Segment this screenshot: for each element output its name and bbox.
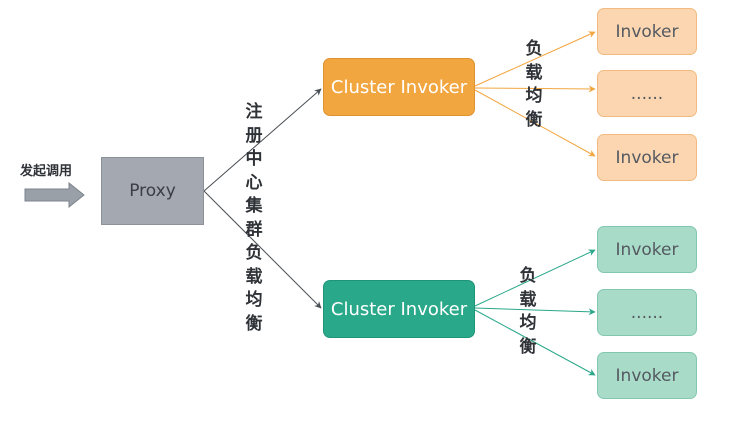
bottom-cluster-to-invoker-3-arrow <box>474 309 596 376</box>
top-cluster-to-invoker-1-arrow <box>474 31 596 87</box>
call-label: 发起调用 <box>20 164 73 179</box>
registry-load-balance-label: 注册中心集群负载均衡 <box>245 102 263 334</box>
bottom-invoker-ellipsis: ...... <box>597 289 697 336</box>
bottom-invoker-1: Invoker <box>597 226 697 273</box>
bottom-cluster-to-invoker-2-arrow <box>474 307 596 316</box>
bottom-cluster-invoker: Cluster Invoker <box>323 280 475 338</box>
bottom-invoker-3: Invoker <box>597 352 697 399</box>
top-cluster-to-invoker-2-arrow <box>474 85 596 93</box>
bottom-cluster-label: Cluster Invoker <box>330 298 468 320</box>
top-invoker-3: Invoker <box>597 134 697 181</box>
bottom-cluster-to-invoker-1-arrow <box>474 249 596 307</box>
bottom-load-balance-label: 负载均衡 <box>519 266 537 357</box>
proxy-to-bottom-cluster-arrow <box>203 190 322 309</box>
call-arrow-icon <box>24 182 85 208</box>
top-cluster-to-invoker-3-arrow <box>474 89 596 157</box>
top-invoker-1: Invoker <box>597 8 697 55</box>
invoker-label: Invoker <box>615 147 679 168</box>
invoker-label: Invoker <box>615 239 679 260</box>
top-load-balance-label: 负载均衡 <box>525 39 543 130</box>
proxy-node: Proxy <box>101 157 204 225</box>
top-invoker-ellipsis: ...... <box>597 70 697 117</box>
proxy-label: Proxy <box>129 181 176 201</box>
top-cluster-label: Cluster Invoker <box>330 76 468 98</box>
proxy-to-top-cluster-arrow <box>203 88 322 192</box>
invoker-label: Invoker <box>615 365 679 386</box>
top-cluster-invoker: Cluster Invoker <box>323 58 475 116</box>
invoker-label: ...... <box>630 83 664 104</box>
invoker-label: Invoker <box>615 21 679 42</box>
invoker-label: ...... <box>630 302 664 323</box>
